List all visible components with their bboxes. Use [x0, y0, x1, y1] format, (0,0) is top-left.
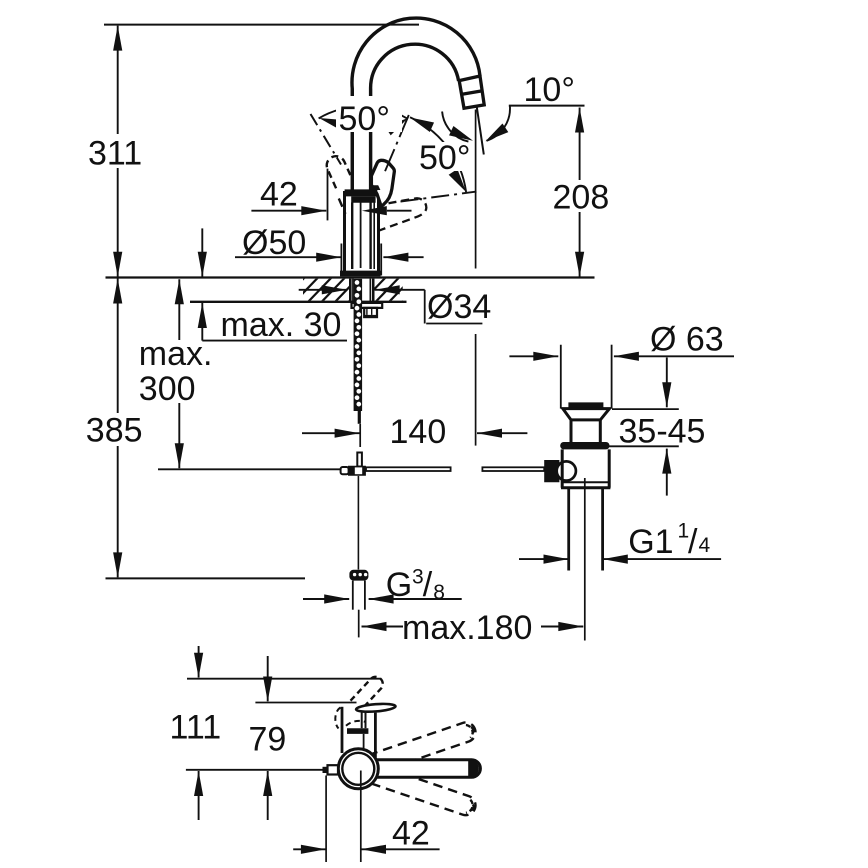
svg-text:max.: max.	[139, 335, 213, 373]
svg-text:Ø34: Ø34	[427, 288, 491, 326]
svg-text:10°: 10°	[524, 71, 575, 109]
svg-text:50°: 50°	[339, 100, 390, 138]
svg-text:385: 385	[86, 412, 143, 450]
svg-text:1: 1	[678, 520, 690, 543]
svg-text:G1: G1	[628, 523, 673, 561]
svg-text:311: 311	[88, 135, 142, 173]
svg-text:50°: 50°	[419, 139, 470, 177]
svg-text:max.180: max.180	[402, 609, 532, 647]
svg-text:Ø 63: Ø 63	[650, 321, 724, 359]
svg-text:208: 208	[553, 179, 610, 217]
svg-text:35-45: 35-45	[619, 413, 706, 451]
svg-text:max. 30: max. 30	[221, 306, 342, 344]
svg-text:42: 42	[392, 814, 430, 852]
svg-text:42: 42	[260, 176, 298, 214]
svg-text:/: /	[423, 566, 433, 604]
svg-text:79: 79	[249, 721, 287, 759]
svg-text:8: 8	[433, 581, 445, 604]
svg-text:3: 3	[412, 566, 424, 589]
svg-text:300: 300	[139, 370, 196, 408]
svg-text:111: 111	[170, 709, 222, 747]
svg-text:G: G	[386, 566, 412, 604]
svg-text:/: /	[688, 523, 698, 561]
svg-text:140: 140	[390, 413, 447, 451]
svg-text:Ø50: Ø50	[242, 224, 306, 262]
svg-text:4: 4	[699, 534, 711, 557]
